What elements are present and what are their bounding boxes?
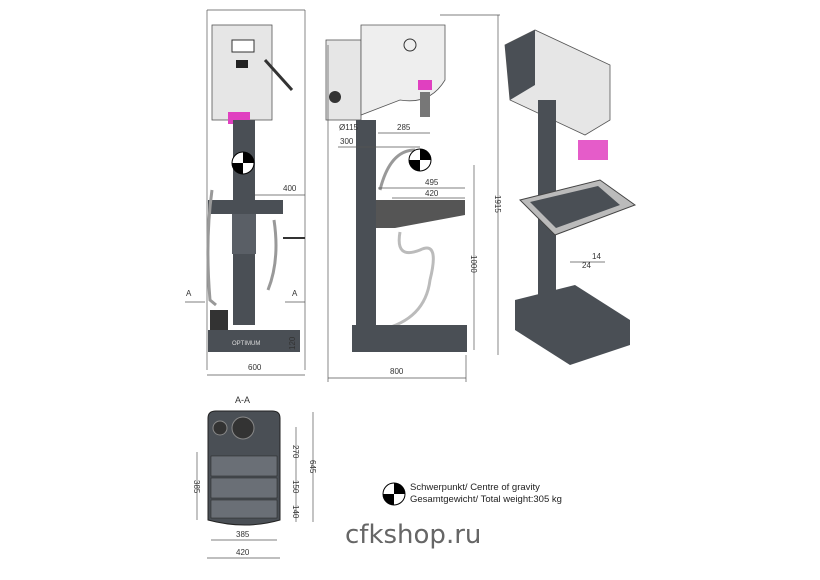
dim-385-side: 385 xyxy=(192,480,201,494)
dim-420-bottom: 420 xyxy=(236,548,250,557)
section-label-right: A xyxy=(292,289,298,298)
dim-front-400: 400 xyxy=(283,184,297,193)
dim-front-600: 600 xyxy=(248,363,262,372)
dim-495: 495 xyxy=(425,178,439,187)
iso-view: 14 24 xyxy=(504,29,637,365)
dim-270: 270 xyxy=(291,445,300,459)
cog-symbol-side xyxy=(408,148,432,172)
dim-150: 150 xyxy=(291,480,300,494)
dim-140: 140 xyxy=(291,505,300,519)
dim-800: 800 xyxy=(390,367,404,376)
dim-column-dia: Ø115 xyxy=(339,123,359,132)
cog-legend-icon xyxy=(382,482,406,506)
legend-weight-label: Gesamtgewicht/ Total weight:305 kg xyxy=(410,494,562,505)
dim-1915: 1915 xyxy=(493,195,502,213)
dim-1000: 1000 xyxy=(469,255,478,273)
logo-text: OPTIMUM xyxy=(232,341,260,347)
dim-420: 420 xyxy=(425,189,439,198)
dim-front-120: 120 xyxy=(288,336,297,350)
legend: Schwerpunkt/ Centre of gravity Gesamtgew… xyxy=(410,482,562,506)
dim-645: 645 xyxy=(308,460,317,474)
watermark: cfkshop.ru xyxy=(345,520,482,550)
dim-285: 285 xyxy=(397,123,411,132)
legend-cog-label: Schwerpunkt/ Centre of gravity xyxy=(410,482,540,493)
dim-300: 300 xyxy=(340,137,354,146)
dim-14: 14 xyxy=(592,252,601,261)
front-view: OPTIMUM 400 A A 120 600 xyxy=(185,9,306,376)
side-view: Ø115 285 300 495 420 1000 1915 800 xyxy=(325,14,502,382)
dim-385-bottom: 385 xyxy=(236,530,250,539)
section-title: A-A xyxy=(235,395,250,405)
dim-24: 24 xyxy=(582,261,591,270)
cog-symbol xyxy=(231,151,255,175)
section-view: A-A 270 150 140 645 385 385 420 xyxy=(192,395,317,559)
section-label-left: A xyxy=(186,289,192,298)
